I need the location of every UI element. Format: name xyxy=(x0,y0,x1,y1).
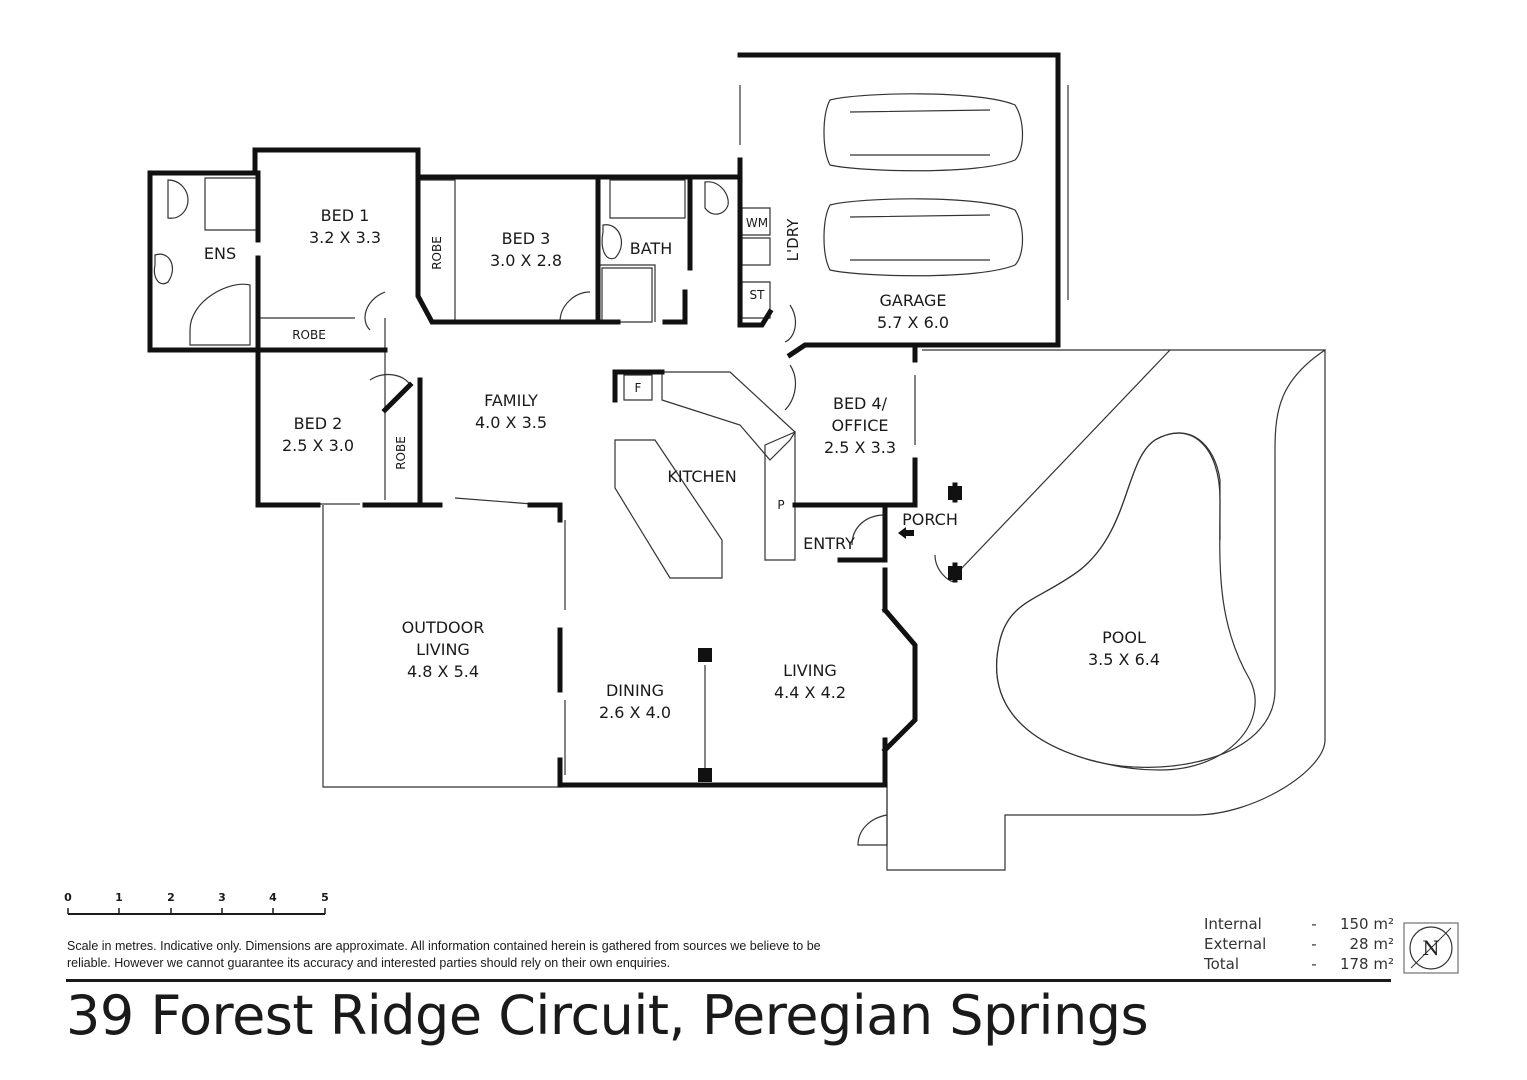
garage-dims: 5.7 X 6.0 xyxy=(877,313,949,332)
ldry-label: L'DRY xyxy=(784,218,802,261)
bed3-name: BED 3 xyxy=(502,229,551,248)
bed1-dims: 3.2 X 3.3 xyxy=(309,228,381,247)
kitchen-name: KITCHEN xyxy=(667,467,736,486)
area-label: Internal xyxy=(1204,915,1262,933)
car-2 xyxy=(823,198,1024,277)
bed4-name1: BED 4/ xyxy=(833,394,888,413)
front-step xyxy=(857,790,888,846)
outdoor-dims: 4.8 X 5.4 xyxy=(407,662,479,681)
family-dims: 4.0 X 3.5 xyxy=(475,413,547,432)
scale-tick-4: 4 xyxy=(269,891,277,904)
outdoor-living-outline xyxy=(322,505,562,788)
area-row-total: Total - 178 m² xyxy=(1204,954,1394,974)
scale-tick-3: 3 xyxy=(218,891,226,904)
robe-bed2: ROBE xyxy=(394,436,408,470)
pantry-outline xyxy=(764,431,796,561)
post-porch-2 xyxy=(948,566,962,580)
area-label: Total xyxy=(1204,955,1240,973)
post-dining-2 xyxy=(698,768,712,782)
pool-dims: 3.5 X 6.4 xyxy=(1088,650,1160,669)
area-row-internal: Internal - 150 m² xyxy=(1204,914,1394,934)
pool-name: POOL xyxy=(1102,628,1146,647)
kitchen-island xyxy=(614,439,723,579)
area-dash: - xyxy=(1311,935,1317,953)
wall-living-bay xyxy=(881,606,918,754)
porch-name: PORCH xyxy=(902,510,958,529)
bed4-dims: 2.5 X 3.3 xyxy=(824,438,896,457)
outdoor-name2: LIVING xyxy=(416,640,470,659)
window-marks xyxy=(160,85,1069,786)
area-label: External xyxy=(1204,935,1267,953)
outdoor-name1: OUTDOOR xyxy=(402,618,485,637)
ens-name: ENS xyxy=(204,244,236,263)
pool-outline xyxy=(995,432,1256,771)
family-name: FAMILY xyxy=(484,391,538,410)
post-porch-1 xyxy=(948,486,962,500)
wall-outdoor-edge xyxy=(527,347,918,788)
bed1-name: BED 1 xyxy=(321,206,370,225)
scale-tick-1: 1 xyxy=(115,891,123,904)
living-name: LIVING xyxy=(783,661,837,680)
area-row-external: External - 28 m² xyxy=(1204,934,1394,954)
st-label: ST xyxy=(750,288,766,302)
pool-deck-outline xyxy=(886,348,1326,871)
living-dims: 4.4 X 4.2 xyxy=(774,683,846,702)
kitchen-bench xyxy=(661,371,796,461)
fridge-outline xyxy=(623,374,653,401)
scale-bar: 0 1 2 3 4 5 xyxy=(64,891,329,915)
wall-kitchen xyxy=(612,369,665,403)
north-compass-icon: N xyxy=(1403,922,1459,974)
wall-bed3 xyxy=(415,174,693,325)
wm-label: WM xyxy=(746,216,768,230)
area-dash: - xyxy=(1311,915,1317,933)
area-value: 178 m² xyxy=(1339,955,1394,973)
bed4-name2: OFFICE xyxy=(832,416,889,435)
property-address: 39 Forest Ridge Circuit, Peregian Spring… xyxy=(66,984,1149,1047)
wall-laundry xyxy=(687,52,1061,359)
bath-name: BATH xyxy=(630,239,672,258)
dining-dims: 2.6 X 4.0 xyxy=(599,703,671,722)
wall-bed2 xyxy=(381,377,423,508)
compass-letter: N xyxy=(1422,936,1440,960)
fridge-label: F xyxy=(635,381,642,395)
entry-arrow-icon xyxy=(898,527,914,539)
pantry-label: P xyxy=(777,498,784,512)
robe-bed3: ROBE xyxy=(430,236,444,270)
scale-tick-5: 5 xyxy=(321,891,329,904)
door-swings xyxy=(364,291,956,583)
bath-fixtures xyxy=(601,179,729,323)
bed3-dims: 3.0 X 2.8 xyxy=(490,251,562,270)
bed2-name: BED 2 xyxy=(294,414,343,433)
scale-tick-2: 2 xyxy=(167,891,175,904)
entry-name: ENTRY xyxy=(803,534,855,553)
robe-bed1: ROBE xyxy=(292,328,326,342)
car-1 xyxy=(823,93,1024,172)
bath-partition xyxy=(600,264,656,322)
area-summary: Internal - 150 m² External - 28 m² Total… xyxy=(1204,914,1394,974)
wall-bed1 xyxy=(255,170,388,353)
disclaimer-text: Scale in metres. Indicative only. Dimens… xyxy=(67,939,821,970)
area-value: 28 m² xyxy=(1349,935,1394,953)
scale-tick-0: 0 xyxy=(64,891,72,904)
dining-name: DINING xyxy=(606,681,664,700)
garage-name: GARAGE xyxy=(880,291,947,310)
bed2-dims: 2.5 X 3.0 xyxy=(282,436,354,455)
area-dash: - xyxy=(1311,955,1317,973)
area-value: 150 m² xyxy=(1339,915,1394,933)
footer-divider xyxy=(66,979,1391,982)
post-dining xyxy=(698,648,712,662)
